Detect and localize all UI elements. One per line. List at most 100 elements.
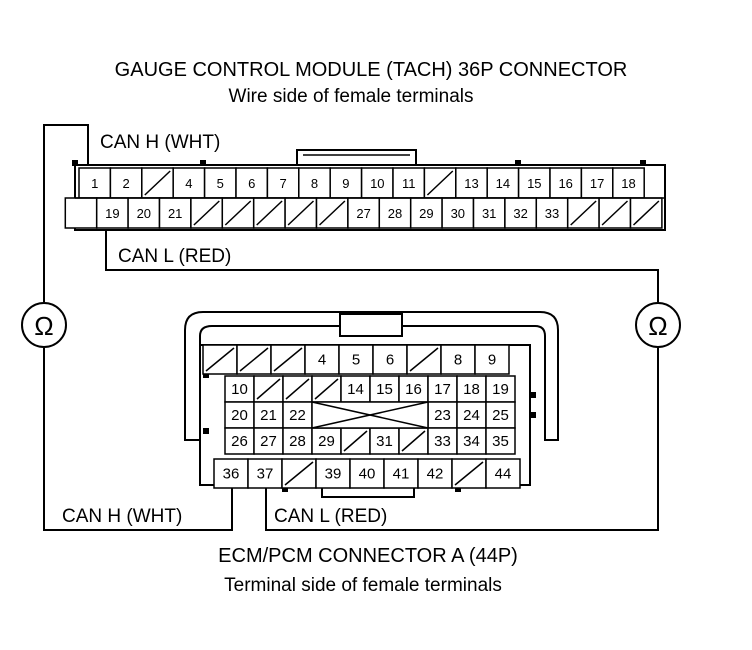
terminal-cell: 29 — [409, 197, 443, 229]
terminal-number: 17 — [590, 176, 604, 191]
terminal-number: 6 — [386, 352, 394, 369]
terminal-cell: 15 — [517, 167, 551, 199]
blank-cavity — [406, 344, 442, 375]
terminal-cell: 26 — [224, 427, 255, 455]
terminal-number: 25 — [492, 407, 509, 424]
terminal-number: 1 — [91, 176, 98, 191]
terminal-cell: 27 — [347, 197, 381, 229]
blank-cavity — [315, 197, 349, 229]
terminal-number: 2 — [122, 176, 129, 191]
gauge-connector-subtitle: Wire side of female terminals — [229, 86, 474, 107]
terminal-cell: 28 — [282, 427, 313, 455]
terminal-cell: 22 — [282, 401, 313, 429]
terminal-cell: 18 — [456, 375, 487, 403]
terminal-number: 23 — [434, 407, 451, 424]
terminal-number: 4 — [318, 352, 326, 369]
can-h-label-top: CAN H (WHT) — [100, 132, 220, 153]
blank-cavity — [629, 197, 663, 229]
terminal-cell: 17 — [580, 167, 614, 199]
ohm-symbol-left: Ω — [34, 311, 53, 341]
blank-cavity — [141, 167, 174, 199]
terminal-number: 35 — [492, 433, 509, 450]
terminal-number: 15 — [376, 381, 393, 398]
terminal-cell: 27 — [253, 427, 284, 455]
terminal-number: 31 — [376, 433, 393, 450]
terminal-cell: 31 — [472, 197, 506, 229]
blank-cavity — [311, 375, 342, 403]
blank-cavity — [398, 427, 429, 455]
blank-cavity — [202, 344, 238, 375]
terminal-cell: 32 — [504, 197, 538, 229]
terminal-number: 42 — [427, 466, 444, 483]
terminal-cell: 10 — [224, 375, 255, 403]
terminal-number: 17 — [434, 381, 451, 398]
terminal-number: 7 — [279, 176, 286, 191]
terminal-cell: 42 — [417, 458, 453, 489]
terminal-cell: 37 — [247, 458, 283, 489]
can-l-label-bottom: CAN L (RED) — [274, 506, 387, 527]
terminal-number: 8 — [454, 352, 462, 369]
terminal-number: 5 — [217, 176, 224, 191]
terminal-number: 34 — [463, 433, 480, 450]
terminal-number: 31 — [482, 206, 496, 221]
terminal-number: 28 — [388, 206, 402, 221]
terminal-number: 27 — [260, 433, 277, 450]
can-l-wire-bottom — [265, 348, 659, 531]
blank-cavity — [282, 375, 313, 403]
terminal-cell: 8 — [440, 344, 476, 375]
terminal-number: 19 — [492, 381, 509, 398]
terminal-number: 26 — [231, 433, 248, 450]
terminal-number: 37 — [257, 466, 274, 483]
gauge-connector-title: GAUGE CONTROL MODULE (TACH) 36P CONNECTO… — [115, 59, 628, 81]
terminal-cell: 34 — [456, 427, 487, 455]
terminal-cell: 11 — [392, 167, 426, 199]
terminal-cell: 25 — [485, 401, 516, 429]
terminal-cell: 30 — [441, 197, 475, 229]
terminal-number: 29 — [419, 206, 433, 221]
terminal-cell: 15 — [369, 375, 400, 403]
blank-cavity — [252, 197, 286, 229]
terminal-number: 14 — [496, 176, 510, 191]
terminal-cell: 23 — [427, 401, 458, 429]
terminal-number: 28 — [289, 433, 306, 450]
terminal-cell: 31 — [369, 427, 400, 455]
ohmmeter-right: Ω — [635, 302, 681, 348]
terminal-number: 15 — [527, 176, 541, 191]
terminal-number: 19 — [105, 206, 119, 221]
blank-cavity — [284, 197, 318, 229]
blank-cavity — [253, 375, 284, 403]
blank-cavity — [190, 197, 224, 229]
terminal-number: 20 — [231, 407, 248, 424]
terminal-number: 14 — [347, 381, 364, 398]
terminal-cell: 5 — [203, 167, 237, 199]
terminal-cell: 19 — [485, 375, 516, 403]
ohm-symbol-right: Ω — [648, 311, 667, 341]
terminal-number: 6 — [248, 176, 255, 191]
terminal-cell: 33 — [427, 427, 458, 455]
terminal-number: 21 — [168, 206, 182, 221]
can-h-wire-bottom — [43, 348, 233, 531]
terminal-number: 32 — [513, 206, 527, 221]
terminal-cell: 4 — [172, 167, 206, 199]
terminal-cell: 20 — [224, 401, 255, 429]
terminal-cell: 21 — [253, 401, 284, 429]
terminal-number: 29 — [318, 433, 335, 450]
terminal-cell: 17 — [427, 375, 458, 403]
terminal-cell: 19 — [95, 197, 129, 229]
terminal-number: 24 — [463, 407, 480, 424]
terminal-number: 16 — [405, 381, 422, 398]
ohmmeter-left-icon — [21, 302, 67, 348]
terminal-cell: 16 — [398, 375, 429, 403]
terminal-cell: 44 — [485, 458, 521, 489]
terminal-number: 18 — [621, 176, 635, 191]
terminal-cell: 8 — [298, 167, 331, 199]
terminal-number: 10 — [231, 381, 248, 398]
terminal-cell — [64, 197, 98, 229]
ecm-connector-subtitle: Terminal side of female terminals — [224, 575, 502, 596]
can-h-wire-top — [43, 124, 89, 302]
ohmmeter-right-icon — [635, 302, 681, 348]
blank-cavity — [423, 167, 457, 199]
